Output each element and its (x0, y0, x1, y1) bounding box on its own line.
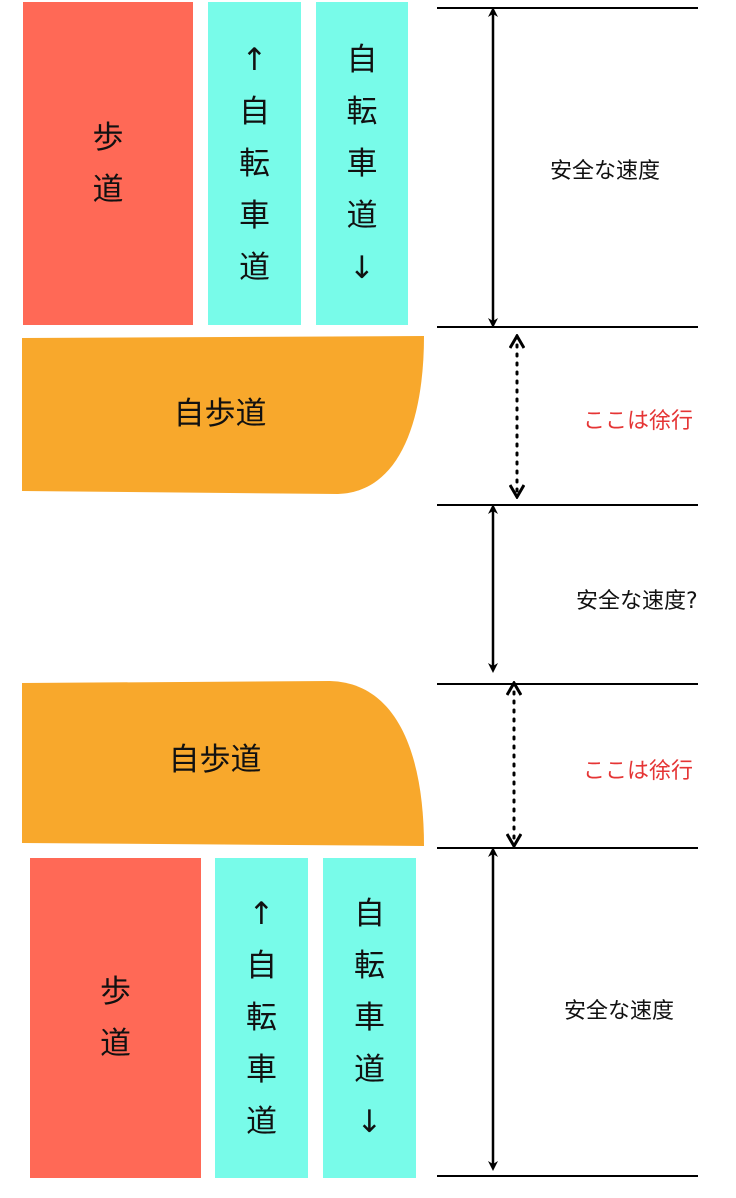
bike-lane-up-bottom-label: ↑ 自 転 車 道 (246, 896, 277, 1140)
bike-lane-down-bottom: 自 転 車 道 ↓ (323, 858, 416, 1178)
bike-lane-up-top-label: ↑ 自 転 車 道 (239, 41, 270, 286)
speed-label-top: 安全な速度 (550, 159, 661, 184)
sidewalk-bottom-label: 歩 道 (100, 974, 131, 1062)
bike-lane-down-bottom-label: 自 転 車 道 ↓ (354, 896, 385, 1140)
sidewalk-bottom: 歩 道 (30, 858, 201, 1178)
sidewalk-top-label: 歩 道 (92, 119, 124, 208)
crossing-shape-upper (22, 336, 424, 494)
crossing-label-lower: 自歩道 (168, 742, 262, 778)
slow-label-lower: ここは徐行 (583, 759, 694, 784)
crossing-shape-lower (22, 681, 424, 846)
sidewalk-top: 歩 道 (23, 2, 193, 325)
bike-lane-down-top-label: 自 転 車 道 ↓ (346, 41, 378, 286)
crossing-label-upper: 自歩道 (173, 396, 267, 432)
speed-label-middle: 安全な速度? (576, 589, 698, 614)
bike-lane-down-top: 自 転 車 道 ↓ (316, 2, 408, 325)
bike-lane-up-bottom: ↑ 自 転 車 道 (215, 858, 308, 1178)
bike-lane-up-top: ↑ 自 転 車 道 (208, 2, 301, 325)
speed-label-bottom: 安全な速度 (564, 999, 675, 1024)
slow-label-upper: ここは徐行 (583, 409, 694, 434)
